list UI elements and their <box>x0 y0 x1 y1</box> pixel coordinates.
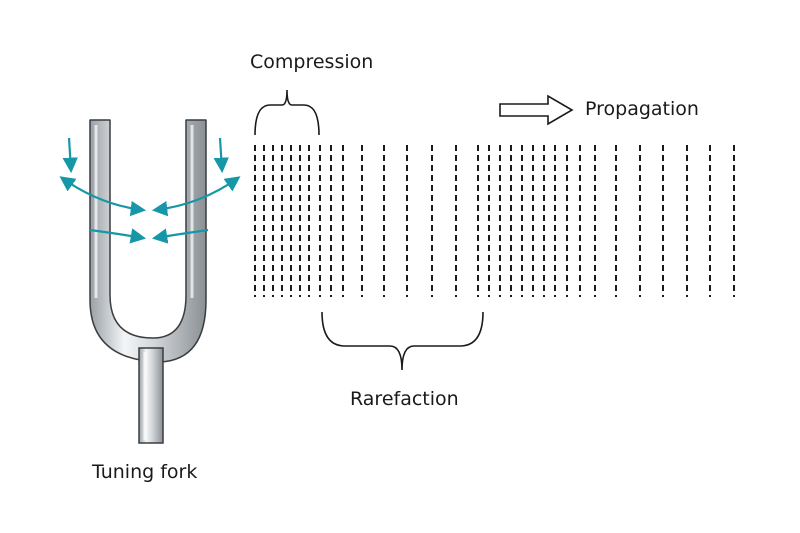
compression-label: Compression <box>250 51 374 73</box>
tuning-fork <box>89 119 207 444</box>
sound-wave-fronts <box>254 145 735 297</box>
curved-arrow-left-upper <box>59 176 147 217</box>
down-arrow-left <box>62 137 78 174</box>
tuning-fork-prongs <box>89 119 207 363</box>
curved-arrow-right-upper <box>151 176 241 217</box>
rarefaction-label: Rarefaction <box>350 388 459 410</box>
vibration-arrows-icon <box>59 137 241 244</box>
down-arrow-right <box>213 137 229 174</box>
rarefaction-brace <box>321 311 484 371</box>
propagation-arrow-icon <box>499 94 574 126</box>
curved-arrow-right-lower <box>151 228 209 244</box>
tuning-fork-stem <box>138 347 164 444</box>
propagation-label: Propagation <box>585 98 699 120</box>
compression-brace <box>254 89 320 136</box>
curved-arrow-left-lower <box>89 228 147 244</box>
tuning-fork-label: Tuning fork <box>92 461 198 483</box>
